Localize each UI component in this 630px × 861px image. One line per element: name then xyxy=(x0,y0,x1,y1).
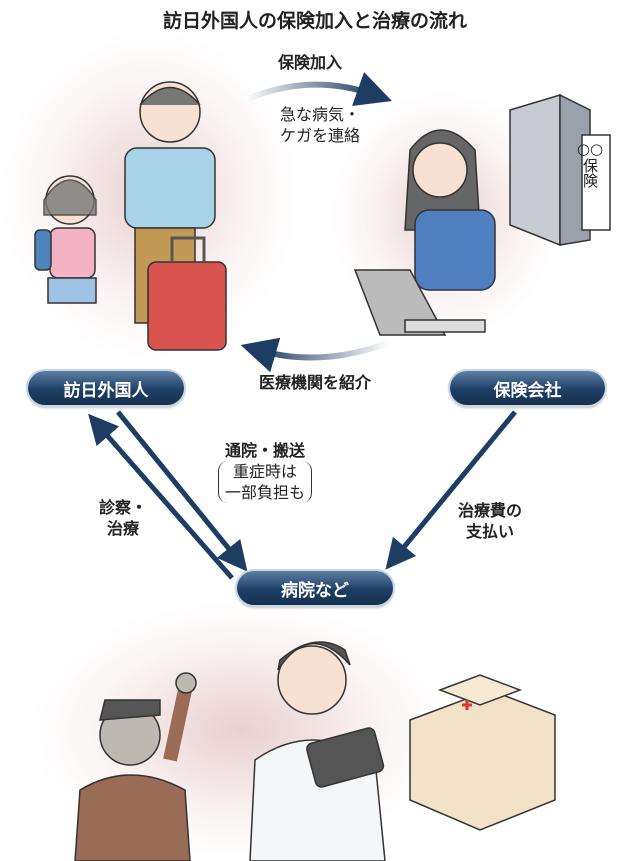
visit-arrow xyxy=(116,410,248,572)
pay-label: 治療費の 支払い xyxy=(440,500,540,542)
tourist-family-illustration xyxy=(34,81,227,351)
enroll-arrow xyxy=(243,72,392,106)
treat-label: 診察・ 治療 xyxy=(88,497,158,539)
refer-arrow xyxy=(240,337,390,373)
visit-note-line-2: 一部負担も xyxy=(224,483,305,502)
visit-label: 通院・搬送 重症時は 一部負担も xyxy=(195,440,335,503)
visit-note-line-1: 重症時は xyxy=(232,462,297,481)
building-sign: ○○ 保険 xyxy=(575,140,605,188)
enroll-label: 保険加入 xyxy=(277,53,342,72)
treat-arrow xyxy=(88,413,234,580)
contact-line-1: 急な病気・ xyxy=(279,105,360,124)
building-sign-line-2: 保険 xyxy=(581,158,599,188)
contact-label: 急な病気・ ケガを連絡 xyxy=(255,104,385,146)
contact-line-2: ケガを連絡 xyxy=(279,126,360,145)
visit-note: 重症時は 一部負担も xyxy=(217,461,312,503)
node-visitor: 訪日外国人 xyxy=(28,371,184,405)
building-sign-line-1: ○○ xyxy=(576,140,604,158)
pay-arrow xyxy=(385,410,517,570)
refer-label: 医療機関を紹介 xyxy=(258,373,371,392)
insurance-building-illustration xyxy=(509,93,611,247)
pay-line-2: 支払い xyxy=(465,522,514,541)
treat-line-1: 診察・ xyxy=(98,498,147,517)
call-center-operator-illustration xyxy=(353,129,496,336)
diagram-title: 訪日外国人の保険加入と治療の流れ xyxy=(162,10,467,32)
node-insurer: 保険会社 xyxy=(450,371,605,405)
hospital-building-illustration xyxy=(409,674,556,831)
node-hospital: 病院など xyxy=(237,571,393,605)
patient-and-doctor-illustration xyxy=(74,641,386,861)
visit-title: 通院・搬送 xyxy=(224,441,305,460)
treat-line-2: 治療 xyxy=(106,519,139,538)
pay-line-1: 治療費の xyxy=(457,501,522,520)
